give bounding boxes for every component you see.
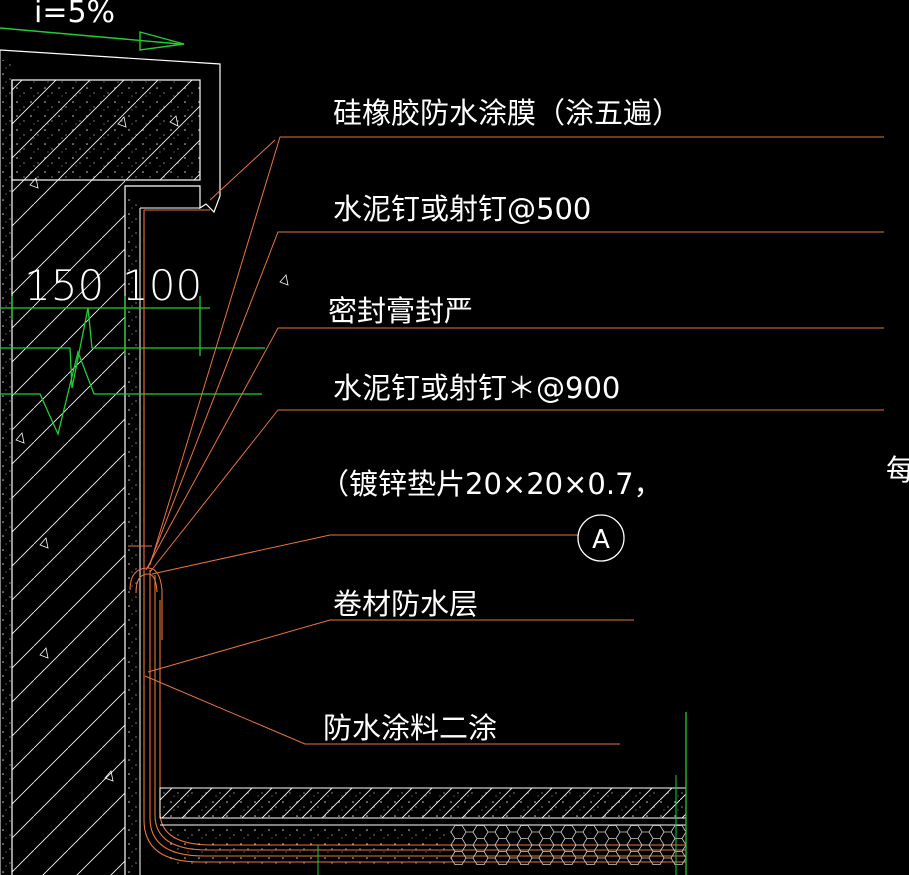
callout-coating-two: 防水涂料二涂 [323, 711, 497, 745]
dimension-100: 100 [122, 261, 202, 310]
callout-washer: （镀锌垫片20×20×0.7， [320, 467, 663, 501]
detail-marker-circle-icon [577, 514, 625, 562]
break-line [0, 307, 265, 436]
floor-buildup [159, 712, 687, 875]
callout-silicone-coating: 硅橡胶防水涂膜（涂五遍） [333, 96, 681, 130]
slope-arrow-line [0, 27, 181, 45]
slope-label: i=5% [34, 0, 115, 30]
detail-marker: A [577, 514, 625, 562]
callout-membrane-layer: 卷材防水层 [333, 587, 478, 621]
dimension-150: 150 [24, 261, 104, 310]
leader-lines [128, 136, 884, 745]
dimension-line: 150 100 [0, 261, 210, 356]
callout-nails-900: 水泥钉或射钉＊@900 [333, 371, 620, 405]
parapet-structure [0, 49, 289, 875]
callout-labels: 硅橡胶防水涂膜（涂五遍） 水泥钉或射钉@500 密封膏封严 水泥钉或射钉＊@90… [320, 96, 909, 745]
slope-arrowhead-icon [139, 31, 185, 51]
slope-indicator: i=5% [0, 0, 185, 51]
callout-sealant: 密封膏封严 [328, 294, 473, 328]
detail-marker-label: A [592, 525, 610, 555]
callout-nails-500: 水泥钉或射钉@500 [333, 192, 591, 226]
edge-text-fragment: 每 [886, 453, 909, 487]
